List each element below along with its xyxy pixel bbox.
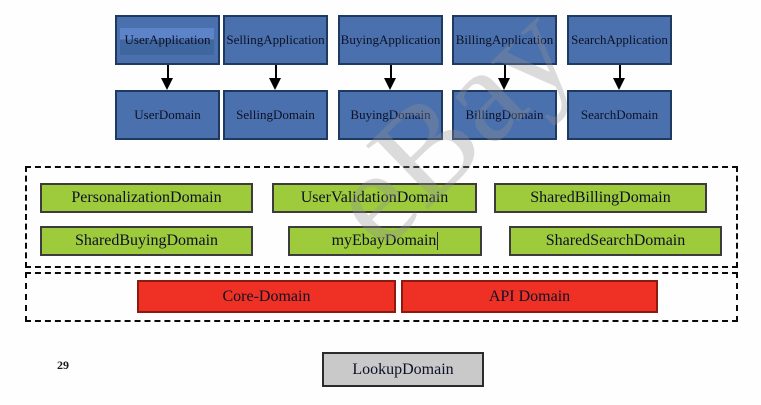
box-label: myEbayDomain <box>331 232 437 249</box>
box-billing-application: BillingApplication <box>452 15 557 65</box>
box-buying-application: BuyingApplication <box>338 15 443 65</box>
box-label: SearchApplication <box>571 32 668 47</box>
box-shared-buying-domain: SharedBuyingDomain <box>40 226 253 256</box>
box-billing-domain: BillingDomain <box>452 90 557 140</box>
box-search-domain: SearchDomain <box>567 90 672 140</box>
box-label: SellingApplication <box>226 32 325 47</box>
box-user-domain: UserDomain <box>115 90 220 140</box>
box-user-validation-domain: UserValidationDomain <box>272 183 477 213</box>
box-label: SharedBillingDomain <box>530 189 671 206</box>
down-arrow-icon <box>498 65 511 90</box>
box-user-application: UserApplication <box>115 15 220 65</box>
shared-domains-container <box>25 166 738 268</box>
box-label: SharedBuyingDomain <box>74 232 219 249</box>
text-cursor <box>437 232 439 250</box>
down-arrow-icon <box>161 65 174 90</box>
box-label: UserApplication <box>124 32 211 47</box>
box-shared-search-domain: SharedSearchDomain <box>509 226 722 256</box>
box-label: SearchDomain <box>580 107 659 122</box>
box-label: BuyingDomain <box>350 107 431 122</box>
box-label: BillingDomain <box>465 107 544 122</box>
down-arrow-icon <box>384 65 397 90</box>
box-myebay-domain: myEbayDomain <box>288 226 482 256</box>
box-label: LookupDomain <box>352 360 454 378</box>
box-selling-application: SellingApplication <box>223 15 328 65</box>
box-label: PersonalizationDomain <box>71 189 222 206</box>
down-arrow-icon <box>613 65 626 90</box>
page-number: 29 <box>57 358 69 372</box>
box-label: API Domain <box>488 287 571 305</box>
core-api-container <box>25 272 738 322</box>
down-arrow-icon <box>269 65 282 90</box>
box-core-domain: Core-Domain <box>137 280 396 313</box>
box-shared-billing-domain: SharedBillingDomain <box>494 183 707 213</box>
box-search-application: SearchApplication <box>567 15 672 65</box>
box-personalization-domain: PersonalizationDomain <box>40 183 253 213</box>
selection-highlight <box>120 28 214 55</box>
box-label: SellingDomain <box>236 107 315 122</box>
box-lookup-domain: LookupDomain <box>322 352 484 387</box>
box-label: UserDomain <box>134 107 201 122</box>
box-label: Core-Domain <box>222 287 311 305</box>
box-selling-domain: SellingDomain <box>223 90 328 140</box>
box-label: BillingApplication <box>455 32 554 47</box>
box-label: SharedSearchDomain <box>545 232 686 249</box>
box-label: BuyingApplication <box>340 32 441 47</box>
box-api-domain: API Domain <box>401 280 658 313</box>
box-buying-domain: BuyingDomain <box>338 90 443 140</box>
box-label: UserValidationDomain <box>300 189 449 206</box>
